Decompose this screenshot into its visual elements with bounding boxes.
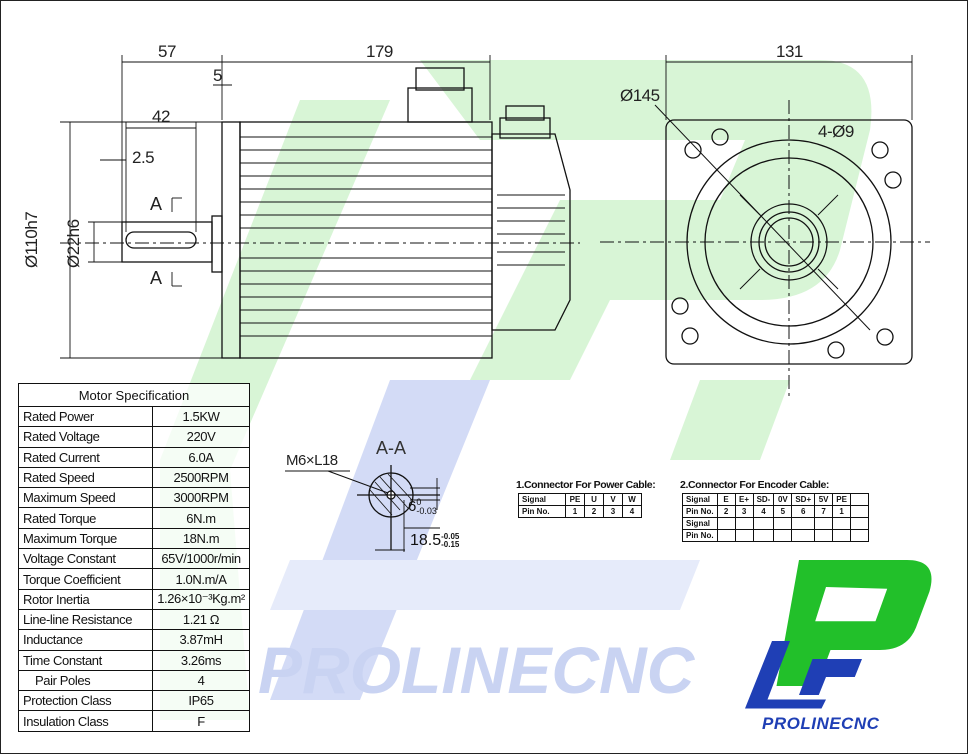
key-tol-upper: 0 (416, 497, 422, 508)
dim-131: 131 (776, 42, 803, 61)
depth: 18.5 (410, 532, 442, 549)
pin-header: Pin No. (682, 529, 718, 542)
dim-179: 179 (366, 42, 393, 61)
dim-42: 42 (152, 107, 170, 126)
dim-5: 5 (213, 66, 222, 85)
spec-value: F (152, 710, 250, 732)
watermark-text: PROLINECNC (258, 633, 695, 707)
logo-l-mark (745, 641, 826, 709)
shaft (121, 221, 213, 263)
pin-cell: 4 (622, 505, 642, 518)
spec-value: 3000RPM (152, 487, 250, 509)
section-mark-bottom: A (150, 268, 162, 288)
key-tol-lower: -0.03 (416, 506, 437, 517)
spec-value: IP65 (152, 690, 250, 712)
depth-tol-lower: -0.15 (441, 539, 460, 549)
thread-label: M6×L18 (286, 452, 338, 469)
signal-cell: W (622, 493, 642, 506)
spec-value: 18N.m (152, 527, 250, 550)
power-connector-cap (415, 67, 465, 91)
watermark-blue-bar (270, 560, 700, 610)
spec-value: 6N.m (152, 507, 250, 529)
logo-c-mark (799, 659, 862, 695)
watermark-green-band-2 (670, 380, 790, 460)
section-mark-top: A (150, 194, 162, 214)
rear-cover (491, 133, 571, 331)
pin-cell: 5 (773, 505, 793, 518)
spec-label: Rated Torque (18, 507, 153, 529)
dim-holes: 4-Ø9 (818, 122, 854, 141)
mounting-holes (671, 128, 902, 359)
watermark-blue-band (270, 380, 490, 700)
encoder-connector-title: 2.Connector For Encoder Cable: (680, 479, 830, 491)
power-connector-body (407, 87, 473, 123)
spec-value: 1.21 Ω (152, 608, 250, 631)
key-width-dim: 60-0.03 (408, 498, 437, 516)
logo-text: PROLINECNC (762, 714, 880, 733)
spec-label: Pair Poles (18, 669, 153, 692)
spec-label: Time Constant (18, 649, 153, 671)
power-connector-title: 1.Connector For Power Cable: (516, 479, 656, 491)
spec-label: Rated Voltage (18, 426, 153, 448)
section-title: A-A (376, 438, 407, 458)
spec-value: 65V/1000r/min (152, 548, 250, 570)
dim-phi145: Ø145 (620, 86, 660, 105)
spec-value: 1.26×10⁻³Kg.m² (152, 588, 250, 610)
spec-label: Line-line Resistance (18, 608, 153, 631)
spec-label: Rated Current (18, 446, 153, 468)
shaft-key (125, 231, 197, 249)
key-width: 6 (408, 498, 417, 515)
depth-dim: 18.5-0.05-0.15 (410, 532, 459, 550)
dim-57: 57 (158, 42, 176, 61)
dim-2-5: 2.5 (132, 148, 155, 167)
watermark-p-shape (420, 60, 872, 380)
spec-label: Insulation Class (18, 710, 153, 732)
logo-p-mark (776, 560, 932, 686)
depth-tol-upper: -0.05 (441, 531, 460, 541)
encoder-connector (499, 117, 551, 139)
